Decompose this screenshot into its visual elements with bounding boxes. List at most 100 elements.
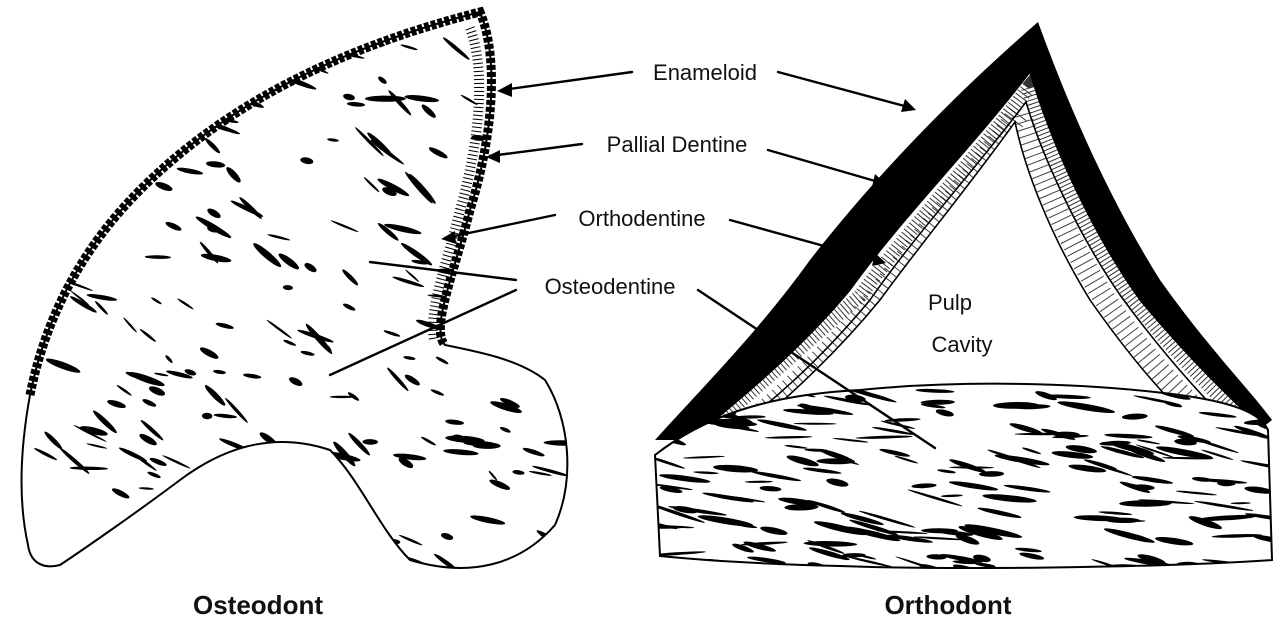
osteodentine-lacuna xyxy=(502,333,529,346)
osteodentine-lacuna xyxy=(9,231,38,237)
osteodentine-lacuna xyxy=(52,157,67,162)
osteodentine-lacuna xyxy=(12,201,30,220)
osteodentine-lacuna xyxy=(96,34,125,47)
osteodentine-lacuna xyxy=(174,103,188,110)
osteodentine-lacuna xyxy=(494,265,506,274)
osteodentine-lacuna xyxy=(514,52,551,64)
osteodentine-lacuna xyxy=(295,568,305,578)
label-orthodentine: Orthodentine xyxy=(578,206,705,231)
arrowhead-enameloid-left xyxy=(497,83,512,97)
osteodentine-lacuna xyxy=(367,541,380,553)
osteodentine-lacuna xyxy=(552,36,564,49)
osteodentine-lacuna xyxy=(24,306,48,311)
osteodentine-lacuna xyxy=(557,392,573,400)
osteodentine-lacuna xyxy=(188,532,205,538)
osteodentine-lacuna xyxy=(257,37,291,65)
osteodentine-lacuna xyxy=(221,464,241,474)
osteodentine-lacuna xyxy=(223,461,239,474)
osteodentine-lacuna xyxy=(172,543,198,562)
osteodentine-lacuna xyxy=(311,513,328,526)
caption-osteodont: Osteodont xyxy=(193,590,323,620)
osteodentine-lacuna xyxy=(279,46,305,67)
osteodentine-lacuna xyxy=(229,484,245,493)
osteodentine-lacuna xyxy=(525,191,559,217)
leader-enameloid-left xyxy=(502,72,632,90)
osteodentine-lacuna xyxy=(293,52,313,67)
osteodentine-lacuna xyxy=(216,87,243,90)
osteodentine-lacuna xyxy=(298,562,317,567)
osteodentine-lacuna xyxy=(446,571,460,580)
osteodentine-lacuna xyxy=(564,44,575,52)
osteodentine-lacuna xyxy=(539,39,563,49)
osteodentine-lacuna xyxy=(20,43,54,70)
osteodentine-lacuna xyxy=(58,57,80,74)
leader-pallial-right xyxy=(768,150,882,183)
osteodentine-lacuna xyxy=(479,188,490,193)
osteodentine-lacuna xyxy=(518,126,535,136)
osteodentine-lacuna xyxy=(109,134,127,152)
osteodentine-lacuna xyxy=(66,107,78,118)
osteodentine-lacuna xyxy=(682,564,701,571)
osteodentine-lacuna xyxy=(505,343,518,351)
osteodentine-lacuna xyxy=(495,124,506,136)
label-pulp: Pulp xyxy=(928,290,972,315)
osteodentine-lacuna xyxy=(266,503,280,512)
osteodentine-lacuna xyxy=(191,94,223,99)
osteodentine-lacuna xyxy=(158,553,181,565)
osteodentine-lacuna xyxy=(72,40,105,56)
leader-pallial-left xyxy=(490,144,582,156)
arrowhead-enameloid-right xyxy=(901,99,916,112)
osteodentine-lacuna xyxy=(135,153,159,170)
osteodentine-lacuna xyxy=(277,38,293,51)
osteodentine-lacuna xyxy=(97,62,137,73)
osteodentine-lacuna xyxy=(520,310,549,323)
osteodentine-lacuna xyxy=(315,49,336,57)
osteodentine-lacuna xyxy=(503,319,537,340)
osteodentine-lacuna xyxy=(104,115,119,124)
osteodentine-lacuna xyxy=(88,161,109,182)
osteodentine-lacuna xyxy=(94,562,107,569)
osteodentine-lacuna xyxy=(192,539,214,546)
osteodentine-lacuna xyxy=(539,85,561,109)
osteodentine-lacuna xyxy=(39,171,64,187)
osteodentine-lacuna xyxy=(256,551,272,562)
osteodentine-lacuna xyxy=(20,150,55,171)
osteodentine-lacuna xyxy=(243,68,280,94)
osteodentine-lacuna xyxy=(46,66,85,78)
label-osteodentine: Osteodentine xyxy=(545,274,676,299)
osteodentine-lacuna xyxy=(506,319,541,350)
osteodentine-lacuna xyxy=(19,102,38,118)
osteodentine-lacuna xyxy=(173,119,187,130)
osteodentine-lacuna xyxy=(481,314,501,335)
osteodentine-lacuna xyxy=(164,547,198,559)
osteodentine-lacuna xyxy=(131,96,150,112)
label-enameloid: Enameloid xyxy=(653,60,757,85)
osteodentine-lacuna xyxy=(652,564,672,573)
osteodentine-lacuna xyxy=(495,254,519,275)
osteodentine-lacuna xyxy=(124,165,146,180)
osteodentine-lacuna xyxy=(94,215,108,220)
osteodentine-lacuna xyxy=(70,42,86,56)
osteodentine-lacuna xyxy=(282,65,301,70)
osteodentine-lacuna xyxy=(258,42,269,52)
osteodentine-lacuna xyxy=(216,521,248,538)
osteodentine-lacuna xyxy=(90,109,126,114)
label-cavity: Cavity xyxy=(931,332,992,357)
osteodentine-lacuna xyxy=(481,283,509,313)
osteodont-tooth xyxy=(9,12,583,580)
osteodentine-lacuna xyxy=(101,65,139,71)
osteodentine-lacuna xyxy=(20,50,61,67)
osteodentine-lacuna xyxy=(469,279,493,287)
osteodentine-lacuna xyxy=(183,71,195,80)
osteodentine-lacuna xyxy=(551,368,566,383)
osteodentine-lacuna xyxy=(164,34,189,46)
osteodentine-lacuna xyxy=(278,475,292,487)
label-pallial-dentine: Pallial Dentine xyxy=(607,132,748,157)
osteodentine-lacuna xyxy=(59,194,79,215)
osteodentine-lacuna xyxy=(507,100,540,107)
osteodentine-lacuna xyxy=(90,122,103,135)
osteodentine-lacuna xyxy=(76,125,109,150)
osteodentine-lacuna xyxy=(58,75,74,79)
osteodentine-lacuna xyxy=(78,90,110,118)
